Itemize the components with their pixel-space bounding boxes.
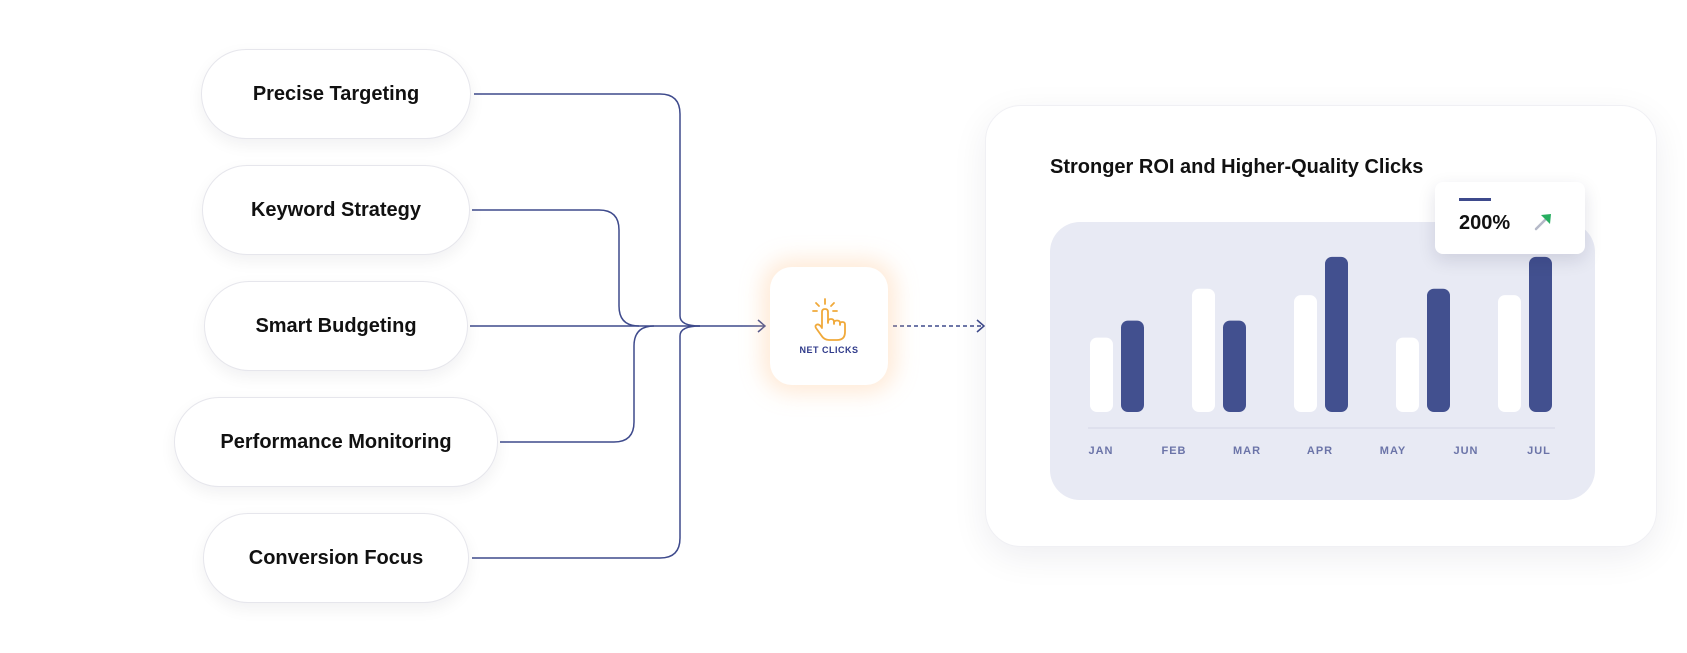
net-clicks-hub: NET CLICKS	[770, 267, 888, 385]
badge-value: 200%	[1459, 212, 1511, 234]
badge-accent-line	[1459, 198, 1491, 201]
bar-series-2-5	[1529, 256, 1552, 412]
growth-badge: 200%	[1435, 182, 1585, 254]
x-tick-label: JUL	[1527, 445, 1551, 457]
feature-keyword-strategy: Keyword Strategy	[202, 165, 470, 255]
bar-series-1-1	[1090, 337, 1113, 412]
feature-label: Performance Monitoring	[220, 430, 452, 453]
feature-smart-budgeting: Smart Budgeting	[204, 281, 468, 371]
x-tick-label: MAR	[1233, 445, 1261, 457]
connector-performance-monitoring	[500, 325, 655, 443]
feature-label: Keyword Strategy	[250, 198, 422, 221]
trend-up-arrow-icon	[1534, 214, 1551, 231]
roi-card: Stronger ROI and Higher-Quality Clicks J…	[985, 105, 1657, 547]
connector-keyword-strategy	[472, 209, 640, 327]
bar-series-2-2	[1223, 320, 1246, 412]
connector-precise-targeting	[474, 93, 701, 327]
bar-series-1-4	[1396, 337, 1419, 412]
dashed-connector-arrowhead	[976, 319, 986, 333]
chart-panel: JAN FEB MAR APR MAY JUN JUL	[1050, 222, 1595, 500]
x-tick-label: APR	[1307, 445, 1333, 457]
bar-chart: JAN FEB MAR APR MAY JUN JUL	[1088, 256, 1555, 457]
connector-conversion-focus	[472, 325, 701, 559]
feature-conversion-focus: Conversion Focus	[203, 513, 469, 603]
feature-label: Precise Targeting	[252, 82, 420, 105]
bar-series-2-3	[1325, 256, 1348, 412]
bar-series-2-4	[1427, 288, 1450, 412]
x-tick-label: FEB	[1162, 445, 1187, 457]
x-tick-label: MAY	[1380, 445, 1406, 457]
bar-series-2-1	[1121, 320, 1144, 412]
feature-precise-targeting: Precise Targeting	[201, 49, 471, 139]
feature-performance-monitoring: Performance Monitoring	[174, 397, 498, 487]
pointer-hand-icon	[812, 298, 846, 341]
bar-series-1-3	[1294, 295, 1317, 412]
net-clicks-logo-text: NET CLICKS	[799, 345, 859, 355]
bar-series-1-5	[1498, 295, 1521, 412]
x-tick-label: JAN	[1088, 445, 1113, 457]
x-tick-label: JUN	[1453, 445, 1478, 457]
card-title: Stronger ROI and Higher-Quality Clicks	[1050, 156, 1424, 178]
feature-label: Conversion Focus	[248, 546, 424, 569]
feature-label: Smart Budgeting	[255, 314, 417, 337]
connector-arrowhead	[757, 319, 767, 333]
bar-series-1-2	[1192, 288, 1215, 412]
